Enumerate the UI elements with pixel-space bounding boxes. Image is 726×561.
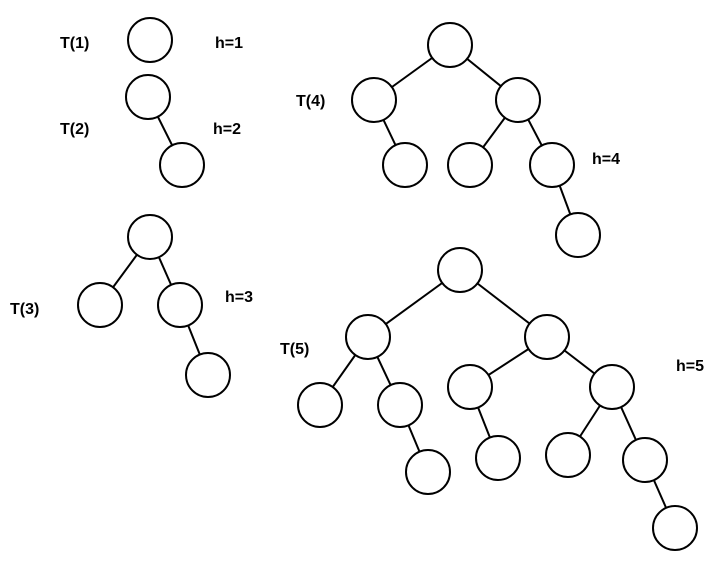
tree-node — [495, 77, 541, 123]
tree-node — [345, 314, 391, 360]
tree-node — [127, 17, 173, 63]
tree-node — [447, 364, 493, 410]
tree-node — [377, 382, 423, 428]
tree-label-t3: T(3) — [10, 301, 39, 318]
tree-node — [555, 212, 601, 258]
tree-node — [652, 505, 698, 551]
tree-node — [351, 77, 397, 123]
tree-node — [427, 22, 473, 68]
tree-node — [125, 74, 171, 120]
height-label-t5: h=5 — [676, 358, 704, 375]
tree-node — [127, 214, 173, 260]
tree-node — [545, 432, 591, 478]
tree-node — [297, 382, 343, 428]
tree-node — [524, 314, 570, 360]
tree-label-t1: T(1) — [60, 35, 89, 52]
tree-node — [159, 142, 205, 188]
tree-label-t5: T(5) — [280, 341, 309, 358]
tree-node — [405, 449, 451, 495]
tree-node — [77, 282, 123, 328]
tree-node — [437, 247, 483, 293]
tree-label-t4: T(4) — [296, 93, 325, 110]
tree-label-t2: T(2) — [60, 121, 89, 138]
height-label-t4: h=4 — [592, 151, 620, 168]
height-label-t3: h=3 — [225, 289, 253, 306]
tree-node — [185, 352, 231, 398]
tree-node — [157, 282, 203, 328]
tree-node — [382, 142, 428, 188]
tree-node — [475, 435, 521, 481]
height-label-t2: h=2 — [213, 121, 241, 138]
height-label-t1: h=1 — [215, 35, 243, 52]
tree-node — [529, 142, 575, 188]
tree-node — [447, 142, 493, 188]
tree-node — [589, 364, 635, 410]
tree-node — [622, 437, 668, 483]
